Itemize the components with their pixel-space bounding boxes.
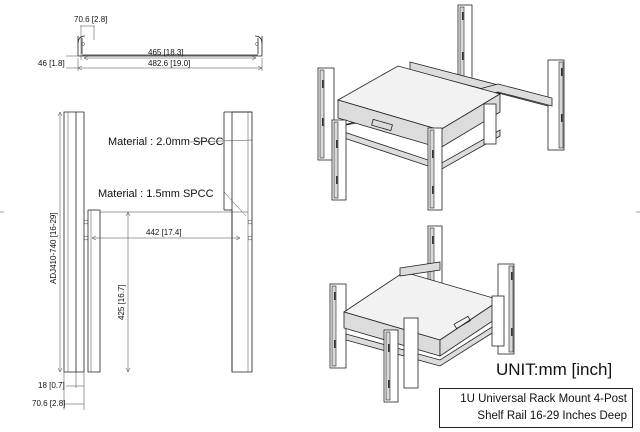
title-line-2: Shelf Rail 16-29 Inches Deep bbox=[477, 410, 627, 422]
dim-adjustable: ADJ410-740 [16-29] bbox=[49, 212, 58, 284]
dim-inner-width: 465 [18.3] bbox=[148, 48, 184, 57]
material-upper-label: Material : 2.0mm SPCC bbox=[108, 136, 224, 148]
dim-height: 46 [1.8] bbox=[38, 59, 65, 68]
title-line-1: 1U Universal Rack Mount 4-Post bbox=[460, 393, 627, 405]
dim-depth: 425 [16.7] bbox=[117, 284, 126, 320]
dim-flange-top: 70.6 [2.8] bbox=[74, 15, 107, 24]
unit-label: UNIT:mm [inch] bbox=[496, 360, 613, 379]
material-lower-label: Material : 1.5mm SPCC bbox=[98, 188, 214, 200]
dim-bottom-flange: 18 [0.7] bbox=[38, 381, 65, 390]
dim-bottom-width: 70.6 [2.8] bbox=[32, 399, 65, 408]
side-view-drawing: Material : 2.0mm SPCC Material : 1.5mm S… bbox=[32, 111, 253, 410]
top-view-drawing: 70.6 [2.8] 465 [18.3] 482.6 [19.0] 46 [1… bbox=[38, 15, 263, 71]
isometric-view-retracted bbox=[329, 225, 515, 403]
dim-width: 442 [17.4] bbox=[146, 228, 182, 237]
title-block: 1U Universal Rack Mount 4-Post Shelf Rai… bbox=[439, 388, 633, 428]
isometric-view-extended bbox=[317, 4, 565, 211]
dim-outer-width: 482.6 [19.0] bbox=[148, 59, 190, 68]
